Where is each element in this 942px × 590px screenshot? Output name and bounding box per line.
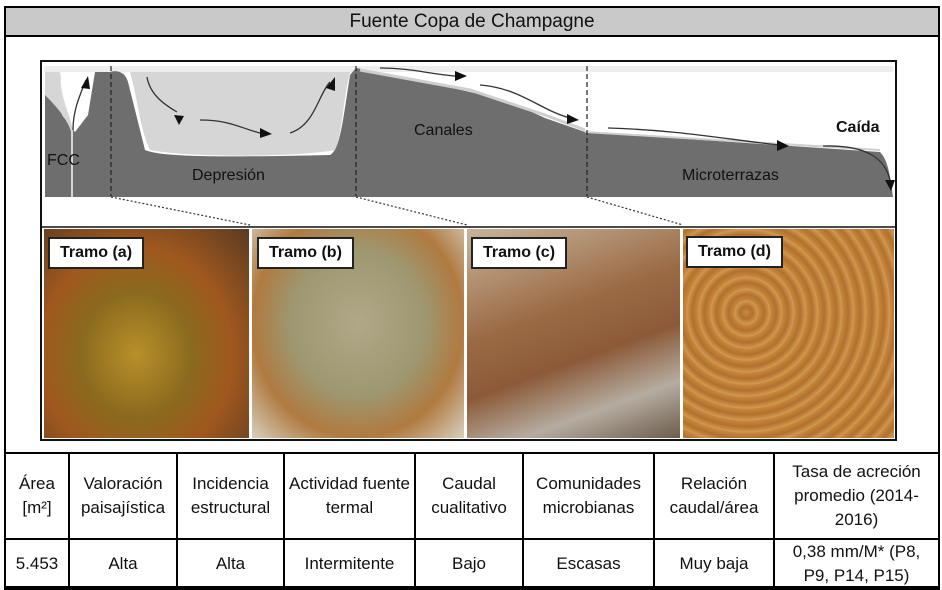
fcc-vent [45, 72, 73, 197]
table-row: 5.453 Alta Alta Intermitente Bajo Escasa… [4, 538, 940, 590]
cell: Muy baja [653, 538, 775, 590]
header-cell: Incidencia estructural [176, 452, 285, 540]
header-cell: Comunidades microbianas [522, 452, 655, 540]
tramo-b-label: Tramo (b) [257, 237, 354, 269]
label-canales: Canales [414, 122, 473, 139]
depression-pool [130, 72, 350, 156]
label-fcc: FCC [47, 152, 80, 169]
tramo-c-label: Tramo (c) [471, 237, 568, 269]
tramo-a-label: Tramo (a) [48, 237, 145, 269]
header-cell: Actividad fuente termal [283, 452, 416, 540]
cell: Alta [176, 538, 285, 590]
cell: Alta [68, 538, 178, 590]
cell: Intermitente [283, 538, 416, 590]
table-header-row: Área [m²] Valoración paisajística Incide… [4, 452, 940, 540]
header-cell: Valoración paisajística [68, 452, 178, 540]
page-title: Fuente Copa de Champagne [4, 6, 940, 37]
cell: Escasas [522, 538, 655, 590]
label-caida: Caída [836, 119, 880, 136]
profile-diagram: FCC Depresión Canales Microterrazas Caíd… [40, 60, 897, 441]
header-cell: Relación caudal/área [653, 452, 775, 540]
header-cell: Caudal cualitativo [414, 452, 524, 540]
cell: Bajo [414, 538, 524, 590]
cell: 5.453 [4, 538, 70, 590]
header-cell: Área [m²] [4, 452, 70, 540]
header-cell: Tasa de acreción promedio (2014-2016) [773, 452, 940, 540]
data-table: Área [m²] Valoración paisajística Incide… [4, 452, 940, 590]
label-depresion: Depresión [192, 167, 265, 184]
cell: 0,38 mm/M* (P8, P9, P14, P15) [773, 538, 940, 590]
label-microterrazas: Microterrazas [682, 167, 779, 184]
terrain [45, 68, 893, 197]
tramo-d-label: Tramo (d) [686, 236, 783, 268]
